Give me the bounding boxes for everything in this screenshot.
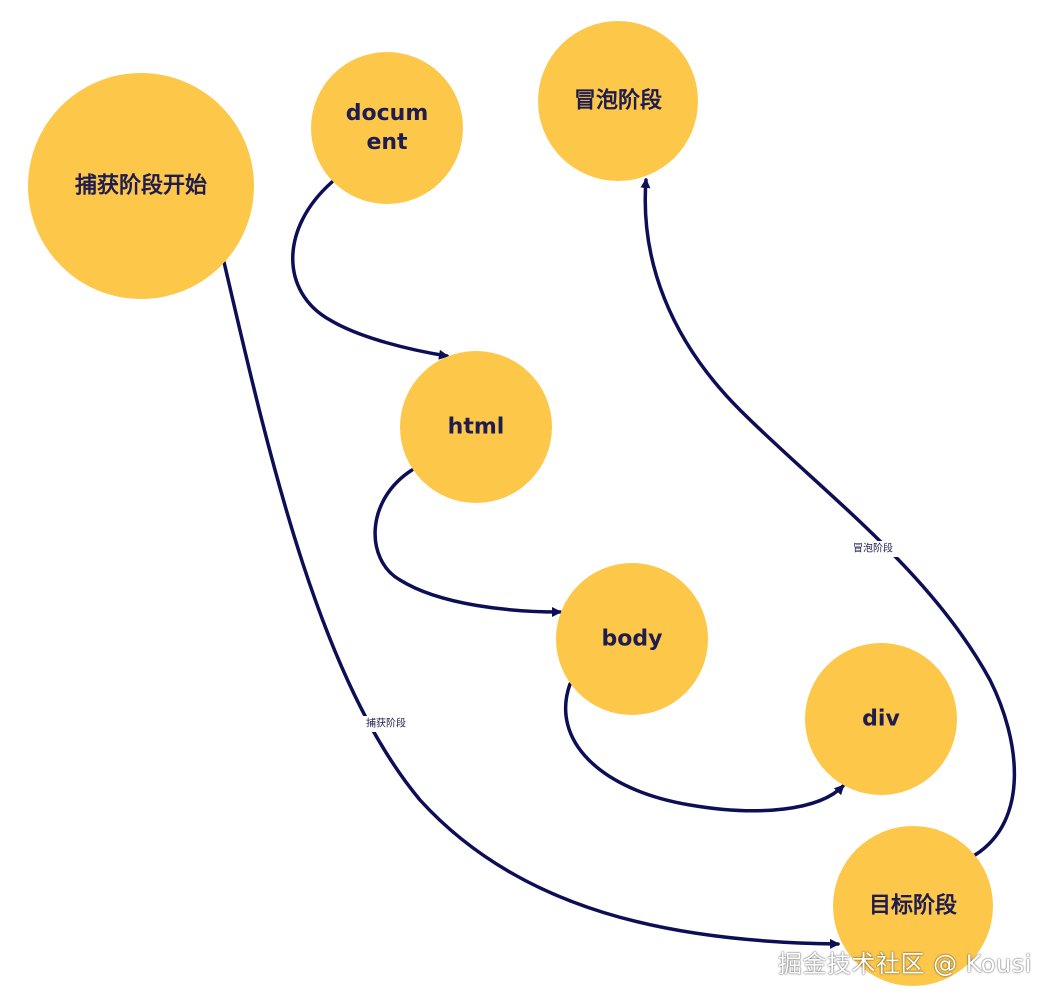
node-label-bubble: 冒泡阶段	[574, 88, 662, 114]
edge-label-background	[847, 541, 899, 557]
node-body: body	[556, 563, 708, 715]
edge-label-background	[360, 716, 412, 732]
node-circle-html	[400, 351, 552, 503]
node-label-div: div	[862, 707, 900, 732]
node-document: docum ent	[311, 52, 463, 204]
node-circle-document	[311, 52, 463, 204]
node-label-capture-start: 捕获阶段开始	[75, 173, 207, 199]
edge-body-to-div	[563, 682, 845, 813]
node-label-body: body	[602, 627, 663, 652]
node-label-document: ent	[366, 130, 408, 155]
node-circle-bubble	[538, 21, 698, 181]
node-label-target: 目标阶段	[869, 893, 957, 919]
node-bubble: 冒泡阶段	[538, 21, 698, 181]
edge-label-target-to-bubble: 冒泡阶段	[853, 542, 893, 555]
node-html: html	[400, 351, 552, 503]
node-circle-capture-start	[28, 73, 254, 299]
edge-label-capture-to-target: 捕获阶段	[366, 717, 406, 730]
node-circle-body	[556, 563, 708, 715]
edge-target-to-bubble	[640, 178, 1017, 857]
edge-html-to-body	[373, 468, 562, 617]
node-circle-div	[805, 643, 957, 795]
edge-document-to-html	[291, 180, 449, 360]
node-target: 目标阶段	[833, 826, 993, 986]
node-label-document: docum	[346, 101, 429, 126]
node-label-html: html	[448, 415, 505, 440]
node-div: div	[805, 643, 957, 795]
node-circle-target	[833, 826, 993, 986]
watermark-text: 掘金技术社区 @ Kousi	[778, 950, 1032, 978]
edge-capture-to-target	[222, 260, 840, 949]
node-capture-start: 捕获阶段开始	[28, 73, 254, 299]
